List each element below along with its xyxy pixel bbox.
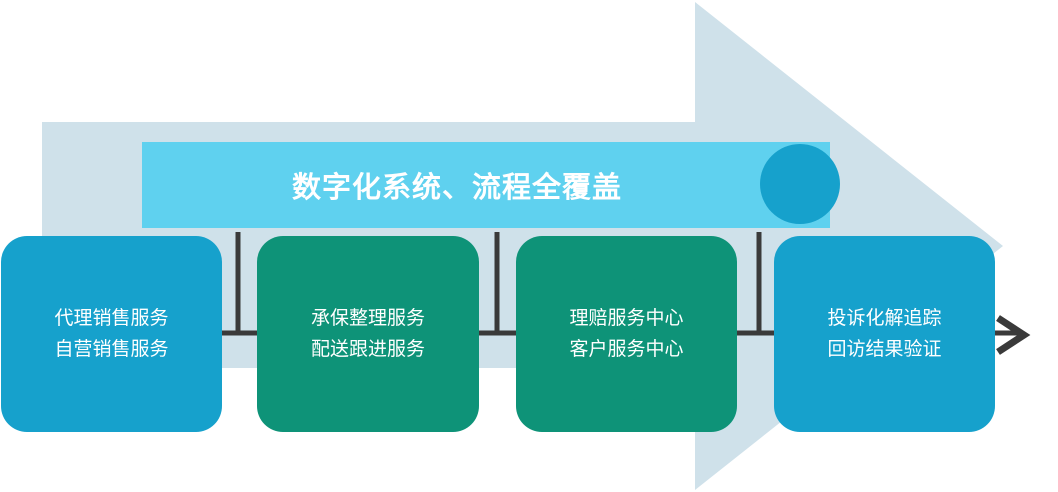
stage-box-complaints: 投诉化解追踪 回访结果验证 [774,236,995,432]
timeline-arrowhead [996,315,1031,355]
banner-circle [760,144,840,224]
stage-line: 投诉化解追踪 [827,307,942,329]
stage-box-claims: 理赔服务中心 客户服务中心 [516,236,737,432]
stage-line: 自营销售服务 [54,338,169,360]
stage-box-underwriting: 承保整理服务 配送跟进服务 [257,236,479,432]
banner-title: 数字化系统、流程全覆盖 [291,170,622,204]
stage-line: 代理销售服务 [54,307,169,329]
banner-bar [142,142,830,228]
stage-line: 理赔服务中心 [569,307,684,329]
stage-box-sales: 代理销售服务 自营销售服务 [1,236,222,432]
stage-line: 配送跟进服务 [310,338,425,360]
stage-line: 客户服务中心 [569,338,684,360]
stage-line: 回访结果验证 [827,338,942,360]
stage-line: 承保整理服务 [310,307,425,329]
